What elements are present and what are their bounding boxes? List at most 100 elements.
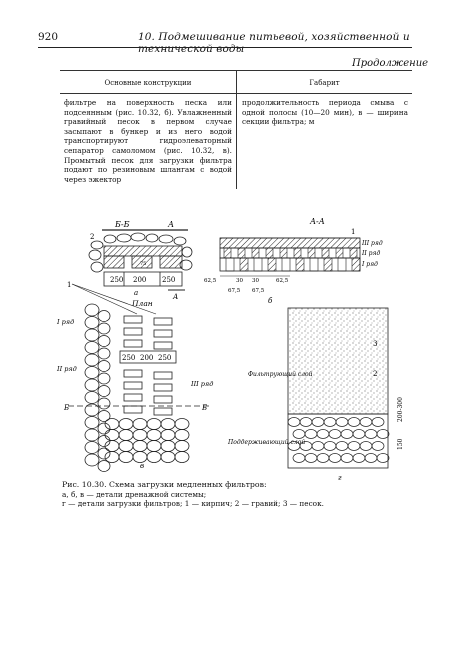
stone: [174, 429, 190, 441]
stone: [174, 440, 190, 452]
plan-row-1-label: I ряд: [56, 318, 74, 326]
filter-loading-figure: Б-Б А 2 75 250 200 250: [56, 217, 404, 480]
aa-post-lower: [295, 257, 305, 272]
table-column-divider: [236, 71, 237, 189]
callout-2: 2: [90, 233, 94, 241]
aa-post: [265, 247, 274, 259]
brick: [123, 369, 143, 378]
table-cell-constructions: фильтре на поверхность песка или подсеян…: [64, 98, 232, 184]
gravel-stone: [359, 417, 373, 427]
dim-30-aa-2: 30: [252, 278, 259, 284]
brick-band: [119, 350, 177, 364]
stone: [84, 391, 100, 404]
sub-b-label: б: [268, 297, 273, 305]
cut-a-label-top: А: [167, 220, 174, 229]
aa-post-lower: [267, 257, 277, 272]
plan-row-3-label: III ряд: [190, 380, 213, 388]
brick: [123, 315, 143, 324]
dim-150-g: 150: [397, 438, 404, 450]
filter-layer-label: Фильтрующий слой: [248, 371, 313, 378]
stone: [84, 353, 100, 367]
stone: [146, 418, 162, 430]
gravel-stone: [304, 453, 318, 463]
sub-v-label: в: [140, 462, 144, 470]
aa-post-lower: [239, 257, 249, 272]
aa-post: [321, 247, 330, 259]
aa-post-lower: [351, 257, 361, 272]
stone: [84, 328, 100, 342]
aa-post: [251, 247, 260, 259]
gravel-stone: [359, 441, 373, 451]
dim-67-5-aa: 67,5: [228, 288, 241, 294]
dim-250-bb-left: 250: [110, 276, 123, 284]
gravel-stone: [311, 417, 325, 427]
callout-2-g: 2: [373, 370, 377, 378]
callout-3-g: 3: [373, 340, 377, 348]
plan-label: План: [131, 299, 153, 308]
stone: [84, 316, 100, 329]
brick: [153, 329, 173, 338]
cut-b-label-right: Б: [201, 404, 207, 412]
stone: [118, 451, 134, 463]
brick: [153, 317, 173, 326]
stone: [84, 378, 100, 392]
section-aa-label: А-А: [309, 217, 325, 226]
stone: [160, 418, 176, 430]
support-layer-label: Поддерживающий слой: [227, 439, 305, 446]
stone: [174, 451, 190, 463]
gravel-stone: [364, 453, 378, 463]
dim-30-aa: 30: [236, 278, 243, 284]
stone: [97, 372, 111, 385]
stone: [132, 429, 148, 441]
brick: [123, 327, 143, 336]
gravel-stone: [316, 453, 330, 463]
row-1-label: I ряд: [361, 261, 378, 268]
stone: [97, 385, 111, 397]
aa-post: [237, 247, 246, 259]
stone: [84, 416, 100, 429]
gravel-stone: [316, 429, 330, 439]
stone: [146, 451, 162, 463]
section-bb-label: Б-Б: [114, 220, 130, 229]
brick: [123, 405, 143, 414]
stone: [97, 447, 111, 460]
dim-62-5-aa-right: 62,5: [276, 278, 289, 284]
gravel-stone: [376, 429, 390, 439]
dim-75-bb: 75: [140, 261, 146, 267]
gravel-stone: [371, 417, 385, 427]
stone: [146, 440, 162, 452]
gravel-stone: [292, 453, 306, 463]
stone: [97, 322, 111, 335]
stone: [132, 418, 148, 430]
plan-row-2-label: II ряд: [56, 365, 77, 373]
aa-post: [307, 247, 316, 259]
caption-line-2: г — детали загрузки фильтров; 1 — кирпич…: [62, 499, 324, 508]
plan-stones: [84, 303, 190, 472]
cut-b-label-left: Б: [63, 404, 69, 412]
stone: [160, 440, 176, 452]
continuation-table: Основные конструкции Габарит фильтре на …: [60, 70, 412, 189]
figure-caption: Рис. 10.30. Схема загрузки медленных фил…: [62, 480, 422, 509]
section-aa: А-А 1 III ряд II ряд I ряд 62,5 30 30 62…: [204, 217, 383, 305]
brick: [123, 339, 143, 348]
stone: [97, 360, 111, 372]
dim-250-bb-right: 250: [162, 276, 175, 284]
gravel-stone: [352, 429, 366, 439]
stone: [84, 366, 100, 379]
continued-label: Продолжение: [352, 58, 429, 69]
aa-post: [223, 247, 232, 259]
row-2-label: II ряд: [361, 250, 380, 257]
aa-post-lower: [337, 257, 347, 272]
aa-post-lower: [309, 257, 319, 272]
brick: [153, 395, 173, 404]
aa-post: [349, 247, 358, 259]
table-header-gabarit: Габарит: [309, 79, 340, 87]
stone: [146, 429, 162, 441]
brick: [153, 407, 173, 416]
stone: [104, 451, 120, 463]
stone: [97, 422, 111, 435]
gravel-stone: [328, 453, 342, 463]
gravel-stone: [340, 429, 354, 439]
gravel-stone: [376, 453, 390, 463]
gravel-stone: [364, 429, 378, 439]
